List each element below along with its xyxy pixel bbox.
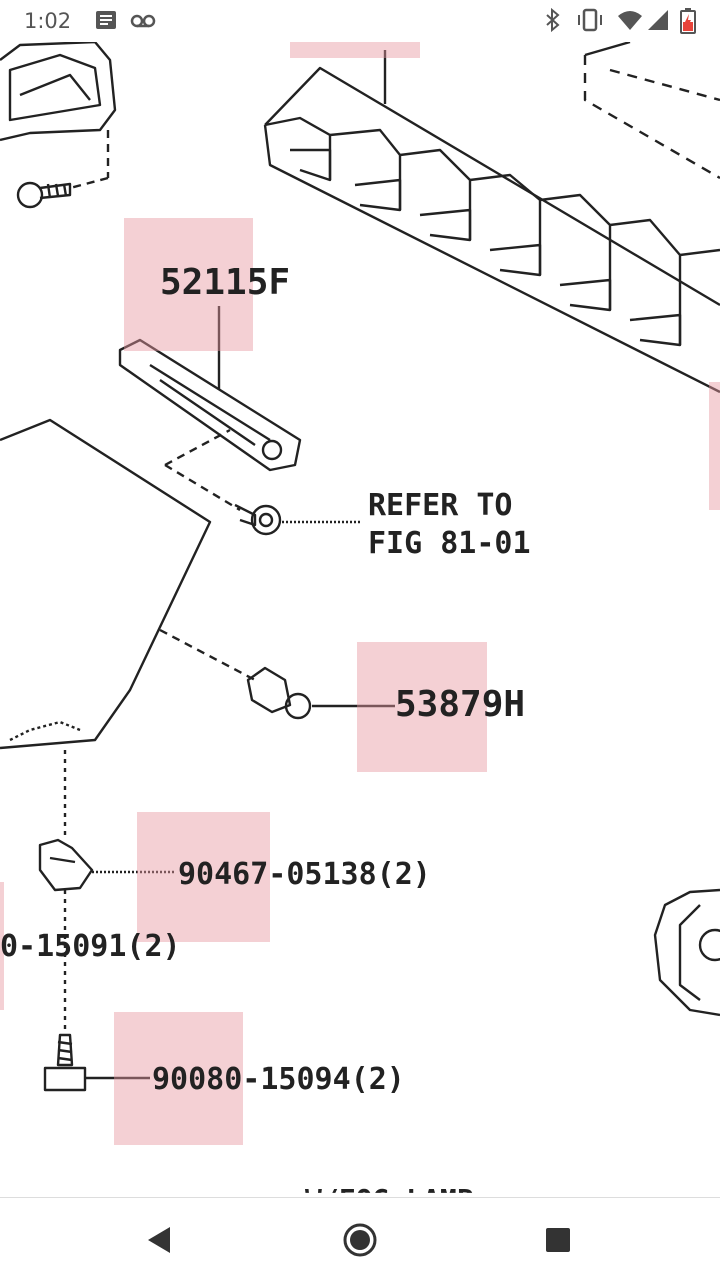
recents-button[interactable] xyxy=(536,1218,580,1262)
parts-diagram: 52115F REFER TO FIG 81-01 53879H 90467-0… xyxy=(0,42,720,1197)
signal-icon xyxy=(646,8,670,36)
diagram-lines xyxy=(0,42,720,1092)
highlight-box-right-edge[interactable] xyxy=(709,382,720,510)
refer-label-line1: REFER TO xyxy=(368,488,513,523)
part-label-52115f[interactable]: 52115F xyxy=(160,262,291,303)
voicemail-icon xyxy=(130,10,156,34)
home-button[interactable] xyxy=(338,1218,382,1262)
part-label-53879h[interactable]: 53879H xyxy=(395,684,526,725)
highlight-box-top[interactable] xyxy=(290,42,420,58)
battery-icon xyxy=(680,8,696,38)
part-label-15091[interactable]: 0-15091(2) xyxy=(0,929,181,964)
highlight-box-90080[interactable] xyxy=(114,1012,243,1145)
back-button[interactable] xyxy=(138,1218,182,1262)
highlight-box-left-edge[interactable] xyxy=(0,882,4,1010)
vibrate-icon xyxy=(576,8,604,36)
part-label-90080[interactable]: 90080-15094(2) xyxy=(152,1062,405,1097)
navigation-bar xyxy=(0,1197,720,1281)
bluetooth-icon xyxy=(543,7,563,36)
highlight-box-53879h[interactable] xyxy=(357,642,487,772)
notification-list-icon xyxy=(95,10,117,34)
recents-square-icon xyxy=(546,1228,570,1252)
wifi-icon xyxy=(616,8,644,36)
highlight-box-52115f[interactable] xyxy=(124,218,253,351)
status-bar: 1:02 xyxy=(0,0,720,42)
highlight-box-90467[interactable] xyxy=(137,812,270,942)
home-circle-icon xyxy=(343,1223,377,1257)
part-label-90467[interactable]: 90467-05138(2) xyxy=(178,857,431,892)
refer-label-line2: FIG 81-01 xyxy=(368,526,531,561)
bottom-cut-label: W/FOG LAMP xyxy=(305,1183,474,1193)
back-triangle-icon xyxy=(148,1227,170,1253)
status-time: 1:02 xyxy=(24,9,72,33)
